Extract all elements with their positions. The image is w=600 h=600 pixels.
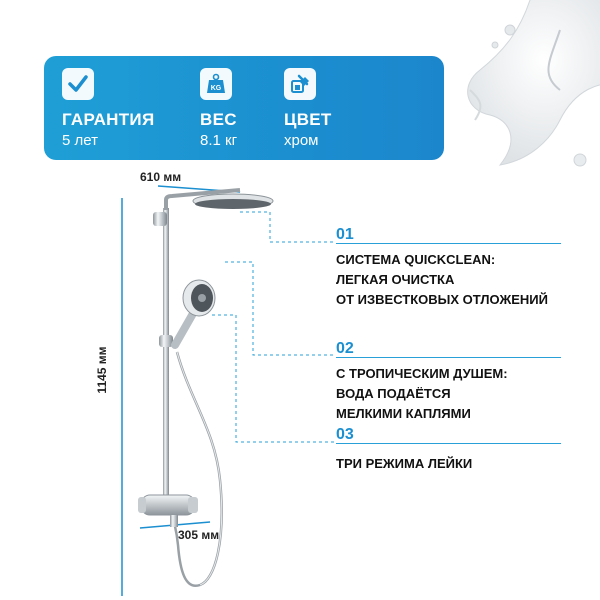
spec-label: ГАРАНТИЯ xyxy=(62,110,155,129)
feature-text: ТРИ РЕЖИМА ЛЕЙКИ xyxy=(336,454,472,474)
weight-icon-text: KG xyxy=(211,85,222,92)
feature-text-line: ЛЕГКАЯ ОЧИСТКА xyxy=(336,272,455,287)
feature-divider xyxy=(336,443,561,444)
feature-text-line: СИСТЕМА QUICKCLEAN: xyxy=(336,252,496,267)
spec-warranty: ГАРАНТИЯ 5 лет xyxy=(62,68,154,149)
feature-01-connector xyxy=(240,211,336,243)
riser-pipe xyxy=(163,208,169,498)
dimension-width-bottom: 305 мм xyxy=(178,528,220,542)
feature-text-line: С ТРОПИЧЕСКИМ ДУШЕМ: xyxy=(336,366,508,381)
dimension-height: 1145 мм xyxy=(95,346,109,394)
feature-02: 02 С ТРОПИЧЕСКИМ ДУШЕМ: ВОДА ПОДАЁТСЯ МЕ… xyxy=(336,340,561,424)
mixer-outlet xyxy=(170,515,178,527)
spec-value: 5 лет xyxy=(62,132,98,149)
feature-01: 01 СИСТЕМА QUICKCLEAN: ЛЕГКАЯ ОЧИСТКА ОТ… xyxy=(336,226,561,310)
spec-banner: ГАРАНТИЯ 5 лет KG ВЕС 8.1 кг xyxy=(44,56,444,160)
feature-text: С ТРОПИЧЕСКИМ ДУШЕМ: ВОДА ПОДАЁТСЯ МЕЛКИ… xyxy=(336,364,508,424)
feature-number: 01 xyxy=(336,226,354,243)
thermostat-mixer xyxy=(140,494,196,516)
feature-number: 03 xyxy=(336,426,354,443)
spec-label: ВЕС xyxy=(200,110,237,129)
spec-value: 8.1 кг xyxy=(200,132,238,149)
hand-shower-handle xyxy=(171,306,199,349)
rain-shower-plate xyxy=(195,199,271,209)
mixer-left-knob xyxy=(138,497,146,513)
shower-arm xyxy=(164,188,241,210)
feature-divider xyxy=(336,357,561,358)
feature-text-line: ТРИ РЕЖИМА ЛЕЙКИ xyxy=(336,456,473,471)
feature-02-connector xyxy=(225,261,336,356)
checkmark-icon xyxy=(62,68,94,100)
spec-label: ЦВЕТ xyxy=(284,110,332,129)
spec-weight: KG ВЕС 8.1 кг xyxy=(200,68,237,149)
shower-hose-highlight xyxy=(176,351,223,586)
spec-value: хром xyxy=(284,132,319,149)
wall-bracket xyxy=(153,212,167,226)
feature-divider xyxy=(336,243,561,244)
water-splash-decoration xyxy=(467,0,600,167)
feature-03-connector xyxy=(212,314,336,443)
hand-shower-slider xyxy=(159,335,173,347)
feature-text: СИСТЕМА QUICKCLEAN: ЛЕГКАЯ ОЧИСТКА ОТ ИЗ… xyxy=(336,250,548,310)
paint-bucket-icon xyxy=(284,68,316,100)
spec-color: ЦВЕТ хром xyxy=(284,68,332,149)
hand-shower-center xyxy=(198,294,206,302)
feature-03: 03 ТРИ РЕЖИМА ЛЕЙКИ xyxy=(336,426,561,474)
weight-icon: KG xyxy=(200,68,232,100)
feature-text-line: ВОДА ПОДАЁТСЯ xyxy=(336,386,451,401)
dimension-width-top: 610 мм xyxy=(140,170,182,184)
feature-text-line: МЕЛКИМИ КАПЛЯМИ xyxy=(336,406,471,421)
feature-number: 02 xyxy=(336,340,354,357)
shower-hose xyxy=(168,351,223,587)
mixer-right-knob xyxy=(188,497,198,513)
feature-text-line: ОТ ИЗВЕСТКОВЫХ ОТЛОЖЕНИЙ xyxy=(336,292,548,307)
